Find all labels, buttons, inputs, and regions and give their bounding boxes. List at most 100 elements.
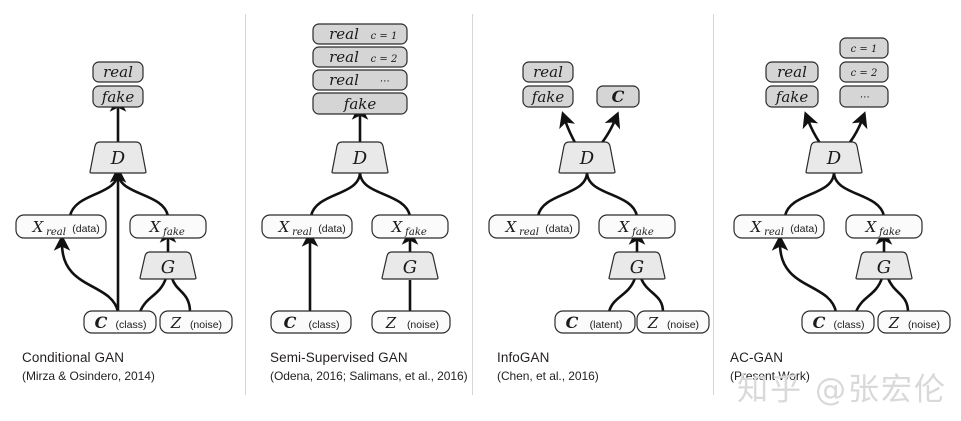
z-symbol: Z [170,314,182,332]
panel-caption: Semi-Supervised GAN (Odena, 2016; Salima… [270,348,468,385]
c-symbol: C [284,313,297,332]
output-sub: c = 2 [371,54,398,65]
source-box-c: C (class) [270,310,352,334]
output-label: real [103,63,133,81]
caption-reference: (Odena, 2016; Salimans, et al., 2016) [270,368,468,383]
output-label: fake [775,88,809,106]
source-box-c: C (class) [83,310,157,334]
x-fake-symbol: X [391,218,404,236]
source-box-z: Z (noise) [371,310,451,334]
output-label: c = 1 [851,44,878,55]
x-real-note: (data) [318,223,345,235]
x-real-symbol: X [32,218,45,236]
c-symbol: C [95,313,108,332]
output-box-fake: fake [522,85,574,108]
x-real-symbol: X [750,218,763,236]
output-box-cdots: ⋯ [839,85,889,108]
caption-reference: (Chen, et al., 2016) [497,368,599,383]
output-label: fake [531,88,565,106]
output-box-real: real [92,61,144,83]
output-box-real-c2: real c = 2 [312,46,408,68]
output-box-c2: c = 2 [839,61,889,83]
source-box-z: Z (noise) [159,310,233,334]
input-box-x-fake: X fake [371,214,449,239]
x-real-note: (data) [545,223,572,235]
x-real-subscript: real [519,227,539,238]
x-fake-subscript: fake [878,227,901,238]
output-box-fake: fake [765,85,819,108]
output-box-real: real [522,61,574,83]
caption-title: AC-GAN [730,350,784,366]
source-box-c: C (class) [801,310,875,334]
output-box-fake: fake [92,85,144,108]
discriminator-node: D [805,141,863,174]
panel-caption: AC-GAN (Present Work) [730,348,810,385]
discriminator-label: D [352,148,368,169]
z-note: (noise) [667,319,699,331]
source-box-c: C (latent) [554,310,636,334]
z-symbol: Z [888,314,900,332]
c-note: (class) [834,319,865,331]
output-label: real [329,71,359,89]
output-label: c = 2 [851,68,878,79]
output-label: C [612,87,625,106]
panel-caption: InfoGAN (Chen, et al., 2016) [497,348,599,385]
output-box-c1: c = 1 [839,37,889,59]
output-label: real [329,48,359,66]
generator-label: G [877,257,891,278]
output-label: fake [343,95,377,113]
output-label: fake [101,88,135,106]
discriminator-label: D [110,148,126,169]
x-fake-subscript: fake [162,227,185,238]
generator-node: G [855,251,913,280]
c-symbol: C [813,313,826,332]
x-fake-symbol: X [618,218,631,236]
generator-node: G [608,251,666,280]
caption-reference: (Present Work) [730,368,810,383]
output-box-fake: fake [312,92,408,115]
panel-divider-1 [245,14,246,395]
discriminator-node: D [89,141,147,174]
caption-reference: (Mirza & Osindero, 2014) [22,368,155,383]
x-real-note: (data) [790,223,817,235]
output-label: real [777,63,807,81]
output-sub: ⋯ [379,76,389,87]
z-note: (noise) [190,319,222,331]
generator-node: G [139,251,197,280]
output-label: real [533,63,563,81]
x-fake-subscript: fake [404,227,427,238]
input-box-x-real: X real (data) [15,214,107,239]
x-real-subscript: real [764,227,784,238]
c-symbol: C [566,313,579,332]
c-note: (class) [309,319,340,331]
x-real-symbol: X [505,218,518,236]
panel-infogan: real fake C D X real (data) [473,0,713,421]
z-note: (noise) [908,319,940,331]
x-real-subscript: real [46,227,66,238]
input-box-x-fake: X fake [845,214,923,239]
input-box-x-real: X real (data) [488,214,580,239]
input-box-x-real: X real (data) [733,214,825,239]
source-box-z: Z (noise) [877,310,951,334]
x-real-symbol: X [278,218,291,236]
panel-semi-supervised-gan: real c = 1 real c = 2 real ⋯ fake D [246,0,472,421]
panel-ac-gan: real fake c = 1 c = 2 ⋯ D [714,0,961,421]
discriminator-label: D [579,148,595,169]
panel-conditional-gan: real fake D X real (data) X [0,0,245,421]
panel-divider-2 [472,14,473,395]
output-box-real-dots: real ⋯ [312,69,408,91]
output-label: real [329,25,359,43]
output-sub: c = 1 [371,31,398,42]
caption-title: Conditional GAN [22,350,125,366]
c-note: (latent) [590,319,623,331]
caption-title: Semi-Supervised GAN [270,350,408,366]
x-fake-symbol: X [149,218,162,236]
generator-label: G [403,257,417,278]
input-box-x-fake: X fake [129,214,207,239]
x-real-note: (data) [72,223,99,235]
discriminator-node: D [558,141,616,174]
panel-divider-3 [713,14,714,395]
input-box-x-real: X real (data) [261,214,353,239]
source-box-z: Z (noise) [636,310,710,334]
